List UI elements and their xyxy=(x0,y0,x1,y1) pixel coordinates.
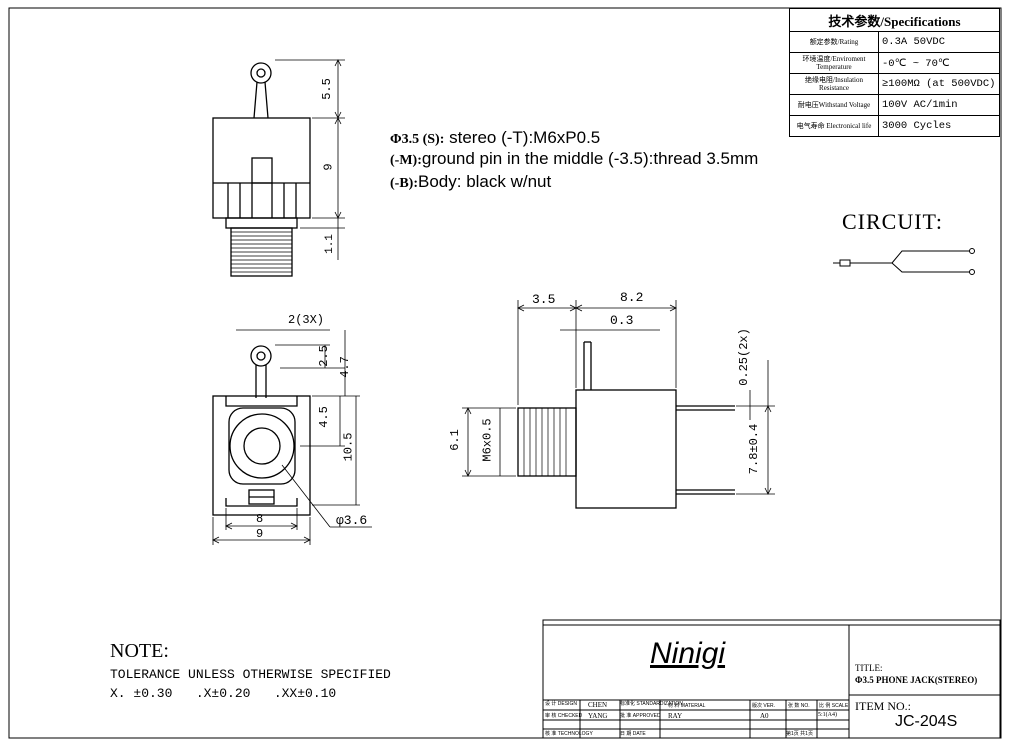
side-view xyxy=(517,341,735,509)
dim-side-0-3: 0.3 xyxy=(610,313,634,328)
spec-label-life: 电气寿命 Electronical life xyxy=(789,115,879,137)
dim-side-0-25: 0.25(2x) xyxy=(736,328,751,386)
checker-name: YANG xyxy=(588,712,608,720)
description-text-2: ground pin in the middle (-3.5):thread 3… xyxy=(421,149,759,168)
circuit-label: CIRCUIT: xyxy=(842,209,944,234)
dim-top-1-1: 1.1 xyxy=(323,234,336,254)
circuit-symbol xyxy=(833,248,975,275)
col-label-number: 张 数 NO. xyxy=(788,703,810,709)
spec-label-temperature: 环境温度/Enviroment Temperature xyxy=(789,52,879,74)
spec-value-temperature: -0℃ ~ 70℃ xyxy=(878,52,1000,74)
spec-value-voltage: 100V AC/1min xyxy=(878,94,1000,116)
dim-top-9: 9 xyxy=(321,163,336,171)
col-label-material: 材 料 MATERIAL xyxy=(668,703,706,709)
dim-hole-dia: φ3.6 xyxy=(336,513,368,528)
note-line-2: X. ±0.30 .X±0.20 .XX±0.10 xyxy=(110,686,337,701)
dim-front-9: 9 xyxy=(256,527,264,541)
item-label: ITEM NO.: xyxy=(855,699,911,713)
spec-value-life: 3000 Cycles xyxy=(878,115,1000,137)
dim-side-3-5: 3.5 xyxy=(532,292,556,307)
col-label-scale: 比 例 SCALE xyxy=(819,703,849,709)
dim-side-thread: M6x0.5 xyxy=(480,418,495,462)
dim-pin-width: 2(3X) xyxy=(288,313,325,327)
dim-front-8: 8 xyxy=(256,512,264,526)
row-label-checked: 审 核 CHECKED xyxy=(545,713,583,719)
spec-value-rating: 0.3A 50VDC xyxy=(878,31,1000,53)
spec-table-title: 技术参数/Specifications xyxy=(789,8,1000,32)
col-label-version: 版次 VER. xyxy=(752,703,776,709)
dim-top-5-5: 5.5 xyxy=(319,78,334,100)
dim-front-10-5: 10.5 xyxy=(341,432,356,462)
dim-front-2-5: 2.5 xyxy=(316,345,331,367)
spec-label-rating: 额定参数/Rating xyxy=(789,31,879,53)
top-view-dimensions xyxy=(275,59,345,260)
scale-value: 5:1(A4) xyxy=(818,712,837,718)
col-label-standardization: 标准化 STANDARDIZATION xyxy=(620,701,683,707)
side-view-dimensions xyxy=(462,300,775,495)
front-view-dimensions xyxy=(212,329,372,545)
description-prefix-3: (-B): xyxy=(390,176,418,191)
note-line-1: TOLERANCE UNLESS OTHERWISE SPECIFIED xyxy=(110,667,391,682)
description-line-2: (-M):ground pin in the middle (-3.5):thr… xyxy=(390,149,758,169)
top-view xyxy=(212,62,311,277)
spec-label-insulation: 绝缘电阻/Insulation Resistance xyxy=(789,73,879,95)
title-block xyxy=(542,619,1001,739)
title-label: TITLE: xyxy=(855,663,883,673)
dim-front-4-5: 4.5 xyxy=(316,406,331,428)
note-title: NOTE: xyxy=(110,640,169,662)
col-label-date: 日 期 DATE xyxy=(620,731,646,737)
dim-side-7-8: 7.8±0.4 xyxy=(747,423,762,475)
description-line-1: Φ3.5 (S): stereo (-T):M6xP0.5 xyxy=(390,128,600,148)
dim-side-6-1: 6.1 xyxy=(447,429,462,451)
item-value: JC-204S xyxy=(895,713,958,730)
dim-side-8-2: 8.2 xyxy=(620,290,644,305)
row-label-technology: 核 准 TECHNOLOGY xyxy=(545,731,593,737)
spec-value-insulation: ≥100MΩ (at 500VDC) xyxy=(878,73,1000,95)
approver-name: RAY xyxy=(668,712,683,720)
designer-name: CHEN xyxy=(588,701,608,709)
company-logo: Ninigi xyxy=(650,637,726,670)
version-value: A0 xyxy=(760,712,769,720)
description-prefix-1: Φ3.5 (S): xyxy=(390,132,445,147)
description-prefix-2: (-M): xyxy=(390,153,422,168)
front-view xyxy=(212,345,311,516)
row-label-design: 设 计 DESIGN xyxy=(545,701,577,707)
sheet-border xyxy=(8,7,1002,739)
dim-front-4-7: 4.7 xyxy=(337,356,352,378)
description-text-3: Body: black w/nut xyxy=(418,172,552,191)
sheet-info: 第1页 共1页 xyxy=(786,731,813,737)
description-text-1: stereo (-T):M6xP0.5 xyxy=(444,128,601,147)
title-value: Φ3.5 PHONE JACK(STEREO) xyxy=(855,675,978,685)
spec-label-voltage: 耐电压Withstand Voltage xyxy=(789,94,879,116)
col-label-approved: 批 准 APPROVED xyxy=(620,713,661,719)
description-line-3: (-B):Body: black w/nut xyxy=(390,172,551,192)
